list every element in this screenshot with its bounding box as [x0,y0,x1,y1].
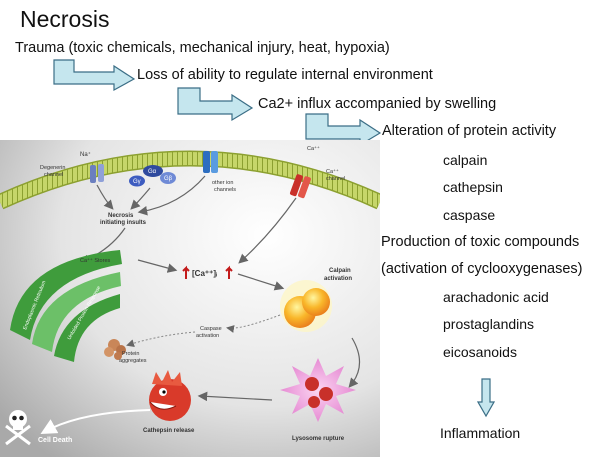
cathepsin-icon [149,370,191,421]
endoplasmic-reticulum [10,250,122,362]
outcome-inflammation: Inflammation [440,425,521,441]
other-ion-channel-icon [203,151,218,173]
protein-label-1: Protein [122,351,139,357]
trauma-text: Trauma (toxic chemicals, mechanical inju… [15,40,390,56]
svg-text:Gα: Gα [148,169,157,175]
protein-label-2: aggregates [119,358,147,364]
cyclooxygenase-text: (activation of cyclooxygenases) [381,261,583,277]
necrosis-label-2: initiating insults [100,220,147,226]
toxic-compounds-text: Production of toxic compounds [381,234,580,250]
skull-crossbones-icon [5,410,31,446]
calpain-activation-icon [280,280,332,332]
calpain-label-2: activation [324,276,352,282]
enzyme-calpain: calpain [443,152,488,168]
compound-arachadonic-acid: arachadonic acid [443,289,549,305]
other-ion-label-1: other ion [212,180,233,186]
down-arrow [477,378,495,418]
protein-aggregates-icon [104,339,126,360]
g-gamma-protein [129,175,145,187]
lysosome-rupture-icon [280,358,356,422]
compound-eicosanoids: eicosanoids [443,344,517,360]
compound-prostaglandins: prostaglandins [443,316,535,332]
degenerin-label-1: Degenerin [40,165,65,171]
enzyme-cathepsin: cathepsin [443,179,503,195]
necrosis-pathway-figure: Na⁺ Degenerin channel Gα Gβ Gγ other ion… [0,140,380,457]
g-beta-protein [160,172,176,184]
svg-text:Gβ: Gβ [164,176,173,182]
other-ion-label-2: channels [214,187,236,193]
elbow-arrow-2 [177,87,254,122]
slide-title: Necrosis [20,6,110,32]
calpain-label-1: Calpain [329,268,351,274]
ca-stores-label: Ca⁺⁺ Stores [80,257,111,264]
degenerin-channel-icon [90,164,104,183]
step-ca-influx: Ca2+ influx accompanied by swelling [258,96,497,112]
ca-channel-icon [289,174,311,199]
svg-text:Gγ: Gγ [133,179,141,185]
step-protein-activity: Alteration of protein activity [382,123,557,139]
ca-top-label-1: Ca⁺⁺ [307,145,320,152]
degenerin-label-2: channel [44,172,63,178]
elbow-arrow-3 [305,113,382,147]
step-loss-regulation: Loss of ability to regulate internal env… [137,67,433,83]
caspase-label-1: Caspase [200,326,222,332]
g-alpha-protein [143,165,163,177]
na-label: Na⁺ [80,151,91,158]
elbow-arrow-1 [53,59,136,92]
cathepsin-label: Cathepsin release [143,428,195,434]
ca-channel-label-1: Ca⁺⁺ [326,168,339,175]
up-arrow-icon [225,265,233,279]
caspase-label-2: activation [196,333,219,339]
cell-death-label: Cell Death [38,437,72,444]
up-arrow-icon [182,265,190,279]
lysosome-label: Lysosome rupture [292,436,345,442]
ca-channel-label-2: channel [326,176,345,182]
ca-i-label: [Ca⁺⁺]ᵢ [192,269,217,278]
enzyme-caspase: caspase [443,207,496,223]
necrosis-label-1: Necrosis [108,213,134,219]
